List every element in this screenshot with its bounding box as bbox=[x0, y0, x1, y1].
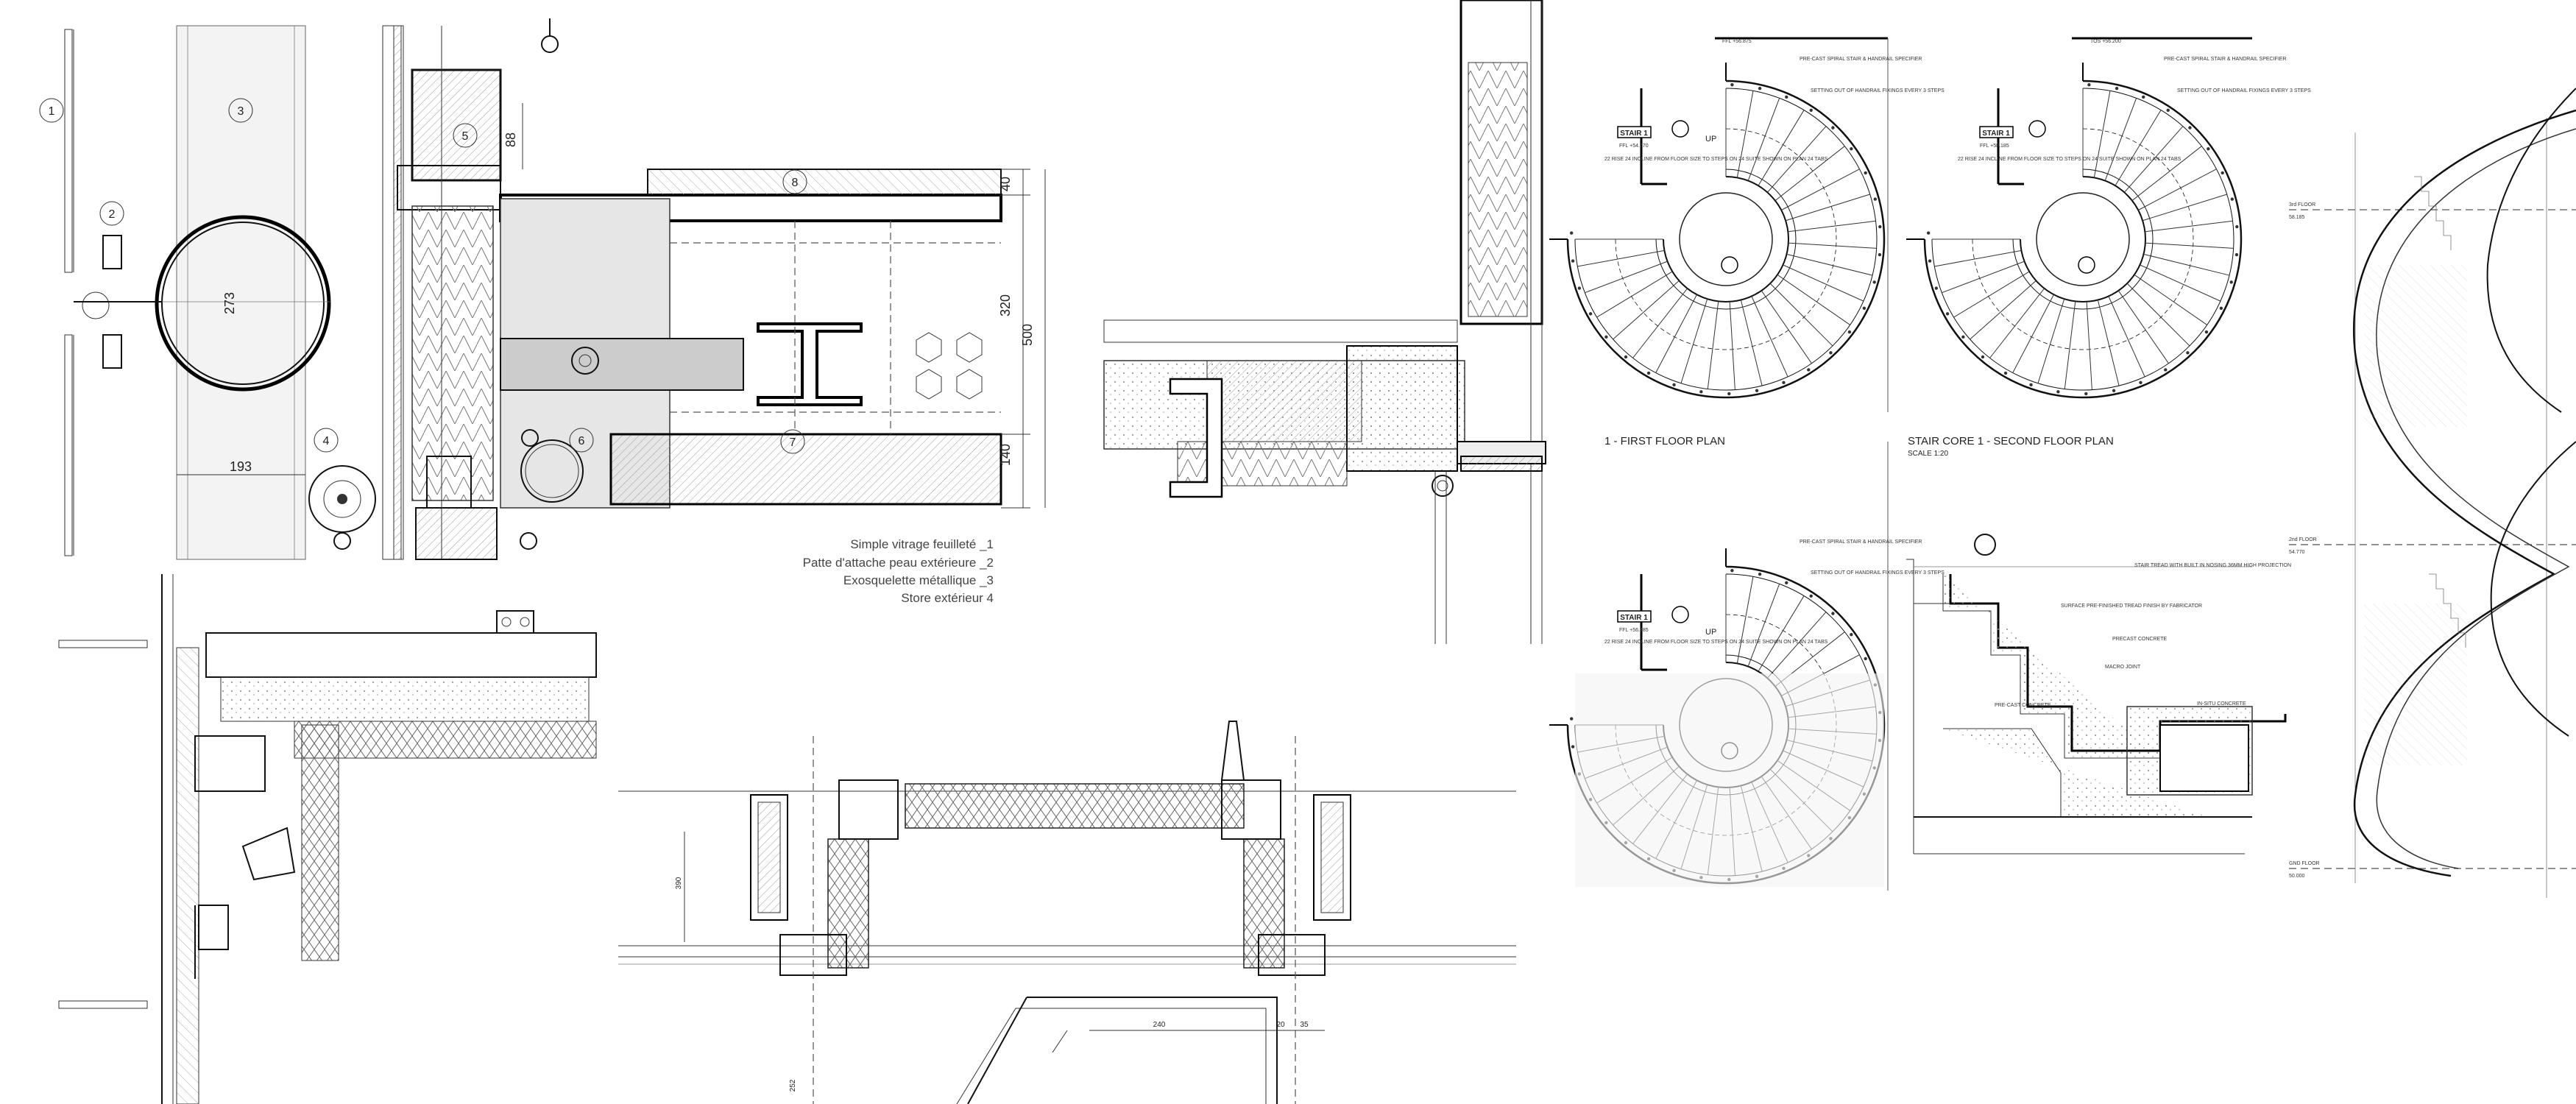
dim-88: 88 bbox=[503, 132, 518, 147]
first-floor-title: 1 - FIRST FLOOR PLAN bbox=[1604, 435, 1725, 447]
dim-40: 40 bbox=[998, 177, 1013, 191]
note-finish-3: SETTING OUT OF HANDRAIL FIXINGS EVERY 3 … bbox=[1811, 570, 1945, 576]
tos-label-1: FFL +56.875 bbox=[1722, 39, 1752, 44]
note-limit-2: 22 RISE 24 INCLINE FROM FLOOR SIZE TO ST… bbox=[1958, 157, 2182, 162]
callouts: 1 2 3 4 5 6 7 8 bbox=[39, 98, 807, 454]
insulation bbox=[411, 205, 494, 501]
landing-fill bbox=[1575, 673, 1884, 887]
callout-8: 8 bbox=[792, 177, 799, 189]
callout-3: 3 bbox=[238, 105, 244, 118]
facade-section-lower bbox=[58, 574, 597, 1104]
callout-6: 6 bbox=[578, 435, 585, 447]
stair-tread-section: STAIR TREAD WITH BUILT IN NOSING 36MM HI… bbox=[1906, 534, 2291, 854]
callout-7: 7 bbox=[790, 436, 796, 449]
up-label-1: UP bbox=[1705, 135, 1716, 144]
legend-item-4: Store extérieur 4 bbox=[901, 591, 994, 605]
section-note-6: PRE-CAST CONCRETE bbox=[1995, 703, 2051, 708]
level-3-value: 58.185 bbox=[2289, 215, 2305, 220]
section-mark-icon bbox=[333, 18, 559, 550]
second-floor-title: STAIR CORE 1 - SECOND FLOOR PLAN bbox=[1908, 435, 2114, 447]
ffl-label-2: FFL +58.185 bbox=[1980, 144, 2009, 149]
stair-plan-second bbox=[1906, 63, 2243, 399]
plan-dim-b: 20 bbox=[1276, 1021, 1285, 1029]
dimensions: 273 193 40 320 500 140 88 bbox=[222, 132, 1035, 474]
stair-tag-1: STAIR 1 bbox=[1620, 130, 1648, 138]
legend-item-2: Patte d'attache peau extérieure _2 bbox=[803, 556, 994, 570]
dim-offset: 193 bbox=[230, 459, 252, 474]
insulated-panel bbox=[905, 783, 1245, 829]
section-note-3: PRECAST CONCRETE bbox=[2112, 637, 2167, 642]
facade-detail bbox=[64, 18, 1046, 560]
callout-5: 5 bbox=[462, 130, 469, 143]
legend-item-1: Simple vitrage feuilleté _1 bbox=[850, 537, 994, 551]
dim-140: 140 bbox=[998, 444, 1013, 466]
note-finish-1: SETTING OUT OF HANDRAIL FIXINGS EVERY 3 … bbox=[1811, 88, 1945, 93]
up-label-2: UP bbox=[1705, 628, 1716, 637]
concrete-slab bbox=[609, 433, 1002, 506]
curtain-wall-plan: 240 20 35 390 252 bbox=[618, 721, 1516, 1104]
spiral-stair-elevation: 3rd FLOOR 58.185 2nd FLOOR 54.770 GND FL… bbox=[2289, 88, 2576, 898]
note-limit-1: 22 RISE 24 INCLINE FROM FLOOR SIZE TO ST… bbox=[1604, 157, 1828, 162]
note-stair-2: PRE-CAST SPIRAL STAIR & HANDRAIL SPECIFI… bbox=[2164, 57, 2286, 62]
steel-tube bbox=[155, 215, 331, 392]
second-floor-scale: SCALE 1:20 bbox=[1908, 450, 1948, 458]
section-note-4: MACRO JOINT bbox=[2105, 665, 2141, 670]
note-limit-3: 22 RISE 24 INCLINE FROM FLOOR SIZE TO ST… bbox=[1604, 640, 1828, 645]
level-2-label: 2nd FLOOR bbox=[2289, 537, 2317, 542]
section-note-2: SURFACE PRE-FINISHED TREAD FINISH BY FAB… bbox=[2061, 604, 2202, 609]
i-beam bbox=[757, 322, 863, 406]
legend-item-3: Exosquelette métallique _3 bbox=[843, 573, 994, 587]
ffl-label-1: FFL +54.770 bbox=[1619, 144, 1649, 149]
legend: Simple vitrage feuilleté _1 Patte d'atta… bbox=[803, 537, 994, 605]
stair-plans bbox=[1549, 37, 2252, 891]
stair-tag-3: STAIR 1 bbox=[1620, 614, 1648, 622]
stair-tag-2: STAIR 1 bbox=[1982, 130, 2010, 138]
callout-2: 2 bbox=[109, 208, 116, 221]
plan-dim-left: 390 bbox=[675, 877, 683, 889]
callout-1: 1 bbox=[49, 105, 55, 118]
note-finish-2: SETTING OUT OF HANDRAIL FIXINGS EVERY 3 … bbox=[2177, 88, 2311, 93]
section-note-1: STAIR TREAD WITH BUILT IN NOSING 36MM HI… bbox=[2134, 563, 2291, 568]
glazing-pane bbox=[64, 29, 73, 273]
dim-500: 500 bbox=[1020, 324, 1035, 346]
level-1-value: 50.000 bbox=[2289, 874, 2305, 879]
callout-4: 4 bbox=[323, 435, 330, 447]
timber-block bbox=[411, 68, 502, 182]
dim-tube: 273 bbox=[222, 292, 237, 314]
note-stair-3: PRE-CAST SPIRAL STAIR & HANDRAIL SPECIFI… bbox=[1800, 539, 1922, 545]
ffl-label-3: FFL +56.485 bbox=[1619, 628, 1649, 633]
wall-junction-detail bbox=[1103, 0, 1546, 644]
level-2-value: 54.770 bbox=[2289, 550, 2305, 555]
plan-dim-c: 35 bbox=[1300, 1021, 1309, 1029]
plan-dim-bottom: 252 bbox=[789, 1079, 797, 1091]
stair-plan-first bbox=[1549, 63, 1886, 399]
level-1-label: GND FLOOR bbox=[2289, 861, 2320, 866]
plan-dim-a: 240 bbox=[1153, 1021, 1166, 1029]
tos-label-2: TOS +56.200 bbox=[2090, 39, 2121, 44]
section-note-5: IN-SITU CONCRETE bbox=[2197, 701, 2246, 707]
stair-labels: 1 - FIRST FLOOR PLAN STAIR CORE 1 - SECO… bbox=[1604, 39, 2311, 645]
column-band bbox=[176, 25, 306, 560]
dim-320: 320 bbox=[998, 294, 1013, 316]
note-stair-1: PRE-CAST SPIRAL STAIR & HANDRAIL SPECIFI… bbox=[1800, 57, 1922, 62]
level-3-label: 3rd FLOOR bbox=[2289, 202, 2315, 208]
